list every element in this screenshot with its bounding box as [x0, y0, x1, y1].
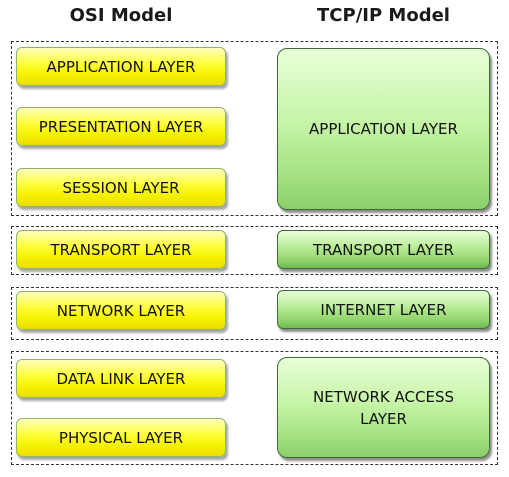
osi-model-header: OSI Model: [69, 5, 173, 26]
transport-group-frame: [11, 226, 498, 275]
network-group-frame: [11, 287, 498, 340]
tcp-transport-layer: TRANSPORT LAYER: [277, 230, 490, 269]
osi-session-layer: SESSION LAYER: [16, 168, 226, 207]
osi-data-link-layer: DATA LINK LAYER: [16, 359, 226, 398]
tcp-application-layer: APPLICATION LAYER: [277, 48, 490, 210]
tcp-network-access-layer: NETWORK ACCESS LAYER: [277, 357, 490, 458]
osi-transport-layer: TRANSPORT LAYER: [16, 230, 226, 269]
osi-application-layer: APPLICATION LAYER: [16, 47, 226, 86]
link-group-frame: [11, 351, 498, 465]
application-group-frame: [11, 41, 498, 216]
osi-network-layer: NETWORK LAYER: [16, 291, 226, 330]
tcp-internet-layer: INTERNET LAYER: [277, 290, 490, 329]
osi-physical-layer: PHYSICAL LAYER: [16, 418, 226, 457]
tcp-ip-model-header: TCP/IP Model: [317, 5, 450, 26]
osi-presentation-layer: PRESENTATION LAYER: [16, 107, 226, 146]
